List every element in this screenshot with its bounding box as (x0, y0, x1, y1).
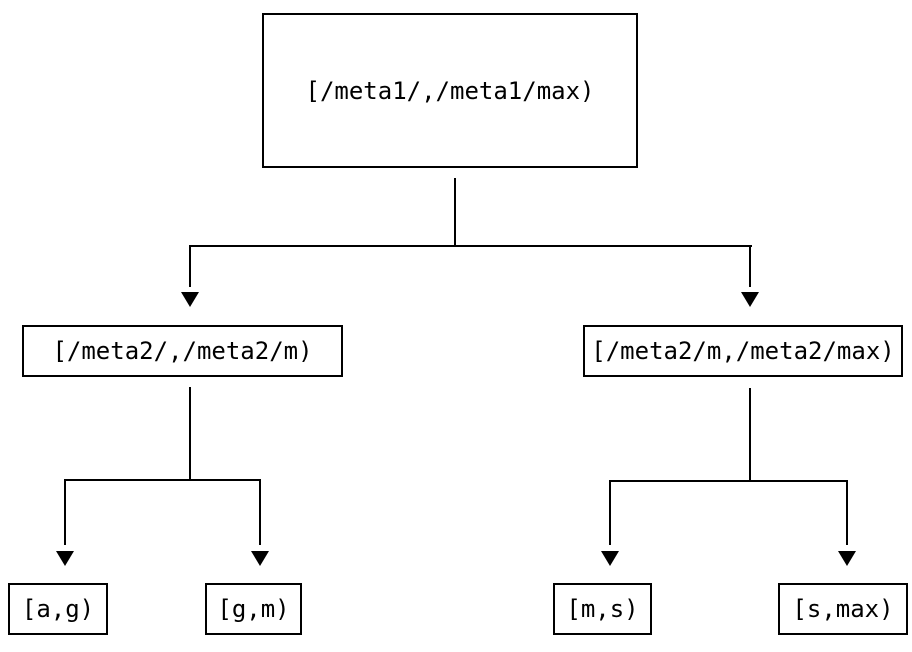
node-meta2-right-range: [/meta2/m,/meta2/max) (583, 325, 903, 377)
connector-line (609, 480, 611, 545)
connector-line (749, 388, 751, 481)
node-leaf-s-max: [s,max) (778, 583, 908, 635)
connector-line (189, 387, 191, 481)
connector-line (609, 480, 848, 482)
node-leaf-m-s: [m,s) (553, 583, 652, 635)
connector-line (189, 245, 752, 247)
connector-line (259, 479, 261, 545)
node-leaf-a-g: [a,g) (8, 583, 108, 635)
connector-line (64, 479, 66, 545)
arrow-down-icon (838, 551, 856, 566)
node-meta2-left-range: [/meta2/,/meta2/m) (22, 325, 343, 377)
arrow-down-icon (601, 551, 619, 566)
connector-line (189, 245, 191, 287)
arrow-down-icon (741, 292, 759, 307)
arrow-down-icon (251, 551, 269, 566)
arrow-down-icon (181, 292, 199, 307)
connector-line (454, 178, 456, 246)
arrow-down-icon (56, 551, 74, 566)
connector-line (749, 245, 751, 287)
node-root-range: [/meta1/,/meta1/max) (262, 13, 638, 168)
connector-line (64, 479, 261, 481)
node-leaf-g-m: [g,m) (205, 583, 302, 635)
connector-line (846, 480, 848, 545)
